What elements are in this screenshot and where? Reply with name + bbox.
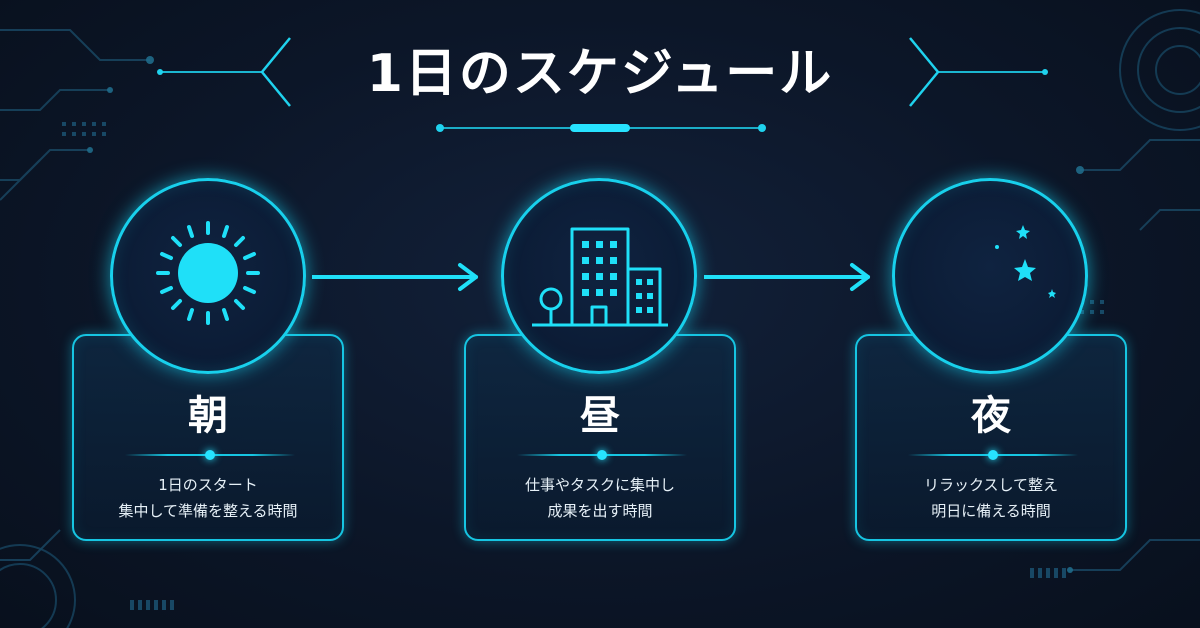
divider-dot [205, 450, 215, 460]
moon-stars-icon [955, 225, 1056, 321]
arrow-right-icon [704, 263, 870, 291]
description-line: リラックスして整え [923, 476, 1059, 494]
step-title: 昼 [580, 393, 620, 439]
morning-icon-circle [110, 178, 306, 374]
night-icon-circle [892, 178, 1088, 374]
arrow-right-icon [312, 263, 478, 291]
divider-dot [597, 450, 607, 460]
description-line: 成果を出す時間 [547, 502, 653, 520]
description-line: 集中して準備を整える時間 [118, 502, 298, 520]
divider-dot [988, 450, 998, 460]
description-line: 仕事やタスクに集中し [524, 476, 675, 494]
step-title: 朝 [188, 393, 228, 439]
step-card-night: 夜 リラックスして整え 明日に備える時間 [855, 334, 1127, 541]
page-title: 1日のスケジュール [366, 44, 834, 104]
step-description: 1日のスタート 集中して準備を整える時間 [74, 472, 342, 524]
noon-icon-circle [501, 178, 697, 374]
step-title: 夜 [971, 393, 1011, 439]
step-description: 仕事やタスクに集中し 成果を出す時間 [466, 472, 734, 524]
office-building-icon [532, 227, 668, 327]
description-line: 明日に備える時間 [931, 502, 1051, 520]
sun-icon [156, 221, 260, 325]
step-description: リラックスして整え 明日に備える時間 [857, 472, 1125, 524]
description-line: 1日のスタート [158, 476, 258, 494]
